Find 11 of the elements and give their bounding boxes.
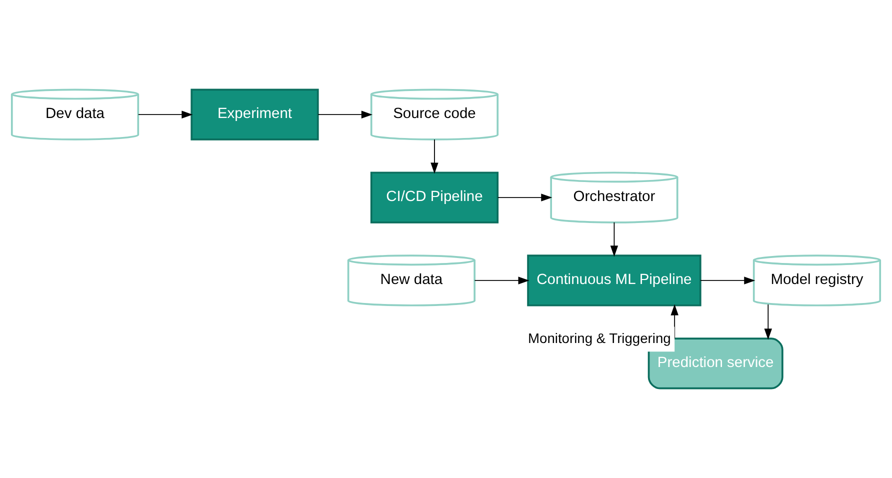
- arrow: [474, 276, 530, 284]
- arrow: [430, 139, 438, 174]
- arrow: [318, 110, 372, 118]
- node-box: Experiment: [190, 88, 319, 140]
- arrow: [138, 110, 193, 118]
- arrow: [610, 222, 618, 257]
- node-box: Continuous ML Pipeline: [527, 254, 702, 306]
- arrow: [700, 276, 756, 284]
- arrow: [497, 194, 552, 202]
- arrow: [764, 304, 772, 340]
- node-box: CI/CD Pipeline: [370, 172, 499, 224]
